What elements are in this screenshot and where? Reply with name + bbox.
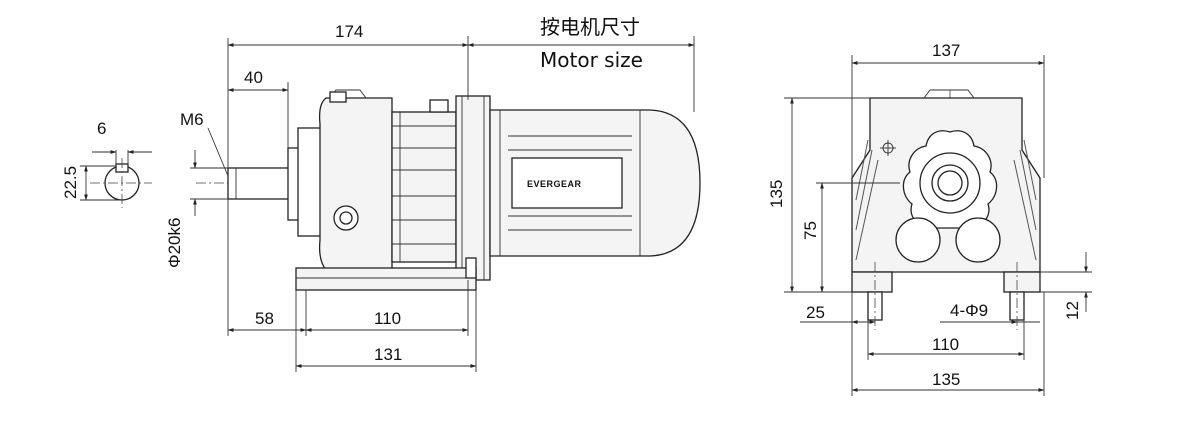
motor-size-label-cn: 按电机尺寸 bbox=[540, 15, 640, 39]
hole-spacing-dim: 110 bbox=[932, 335, 959, 354]
drain-plug bbox=[333, 205, 359, 231]
front-view bbox=[820, 89, 1041, 330]
foot-edge-dim: 25 bbox=[806, 303, 825, 322]
shaft-height-dim: 75 bbox=[801, 221, 820, 240]
foot-thickness-dim: 12 bbox=[1063, 301, 1082, 320]
shaft-length-dim: 40 bbox=[244, 68, 263, 87]
motor-flange bbox=[455, 95, 491, 281]
gear-left bbox=[895, 217, 941, 263]
foot-spacing-dim: 110 bbox=[374, 309, 401, 328]
base-foot bbox=[295, 267, 477, 291]
nameplate bbox=[511, 157, 623, 209]
key-height-dim: 22.5 bbox=[61, 166, 80, 199]
gear-right bbox=[955, 217, 1001, 263]
base-width-dim: 135 bbox=[932, 370, 960, 389]
gear-housing bbox=[318, 97, 393, 271]
base-length-dim: 131 bbox=[374, 345, 402, 364]
front-height-dim: 135 bbox=[767, 180, 786, 208]
overall-length-dim: 174 bbox=[335, 22, 363, 41]
front-view-dimensions bbox=[784, 55, 1092, 396]
mounting-holes-label: 4-Φ9 bbox=[950, 301, 988, 320]
shaft-end-detail bbox=[80, 150, 152, 208]
key-width-dim: 6 bbox=[97, 119, 106, 138]
housing-hatching bbox=[855, 139, 1037, 261]
output-shaft bbox=[227, 167, 291, 200]
brand-label: EVERGEAR bbox=[527, 179, 582, 189]
motor-size-label-en: Motor size bbox=[540, 48, 643, 72]
side-view-dimensions bbox=[190, 36, 695, 372]
front-width-dim: 137 bbox=[932, 41, 960, 60]
foot-left bbox=[851, 271, 893, 293]
foot-right bbox=[1003, 271, 1041, 293]
thread-label: M6 bbox=[180, 110, 204, 129]
foot-offset-dim: 58 bbox=[255, 309, 274, 328]
shaft-diameter-label: Φ20k6 bbox=[165, 218, 184, 268]
side-view bbox=[196, 89, 701, 291]
